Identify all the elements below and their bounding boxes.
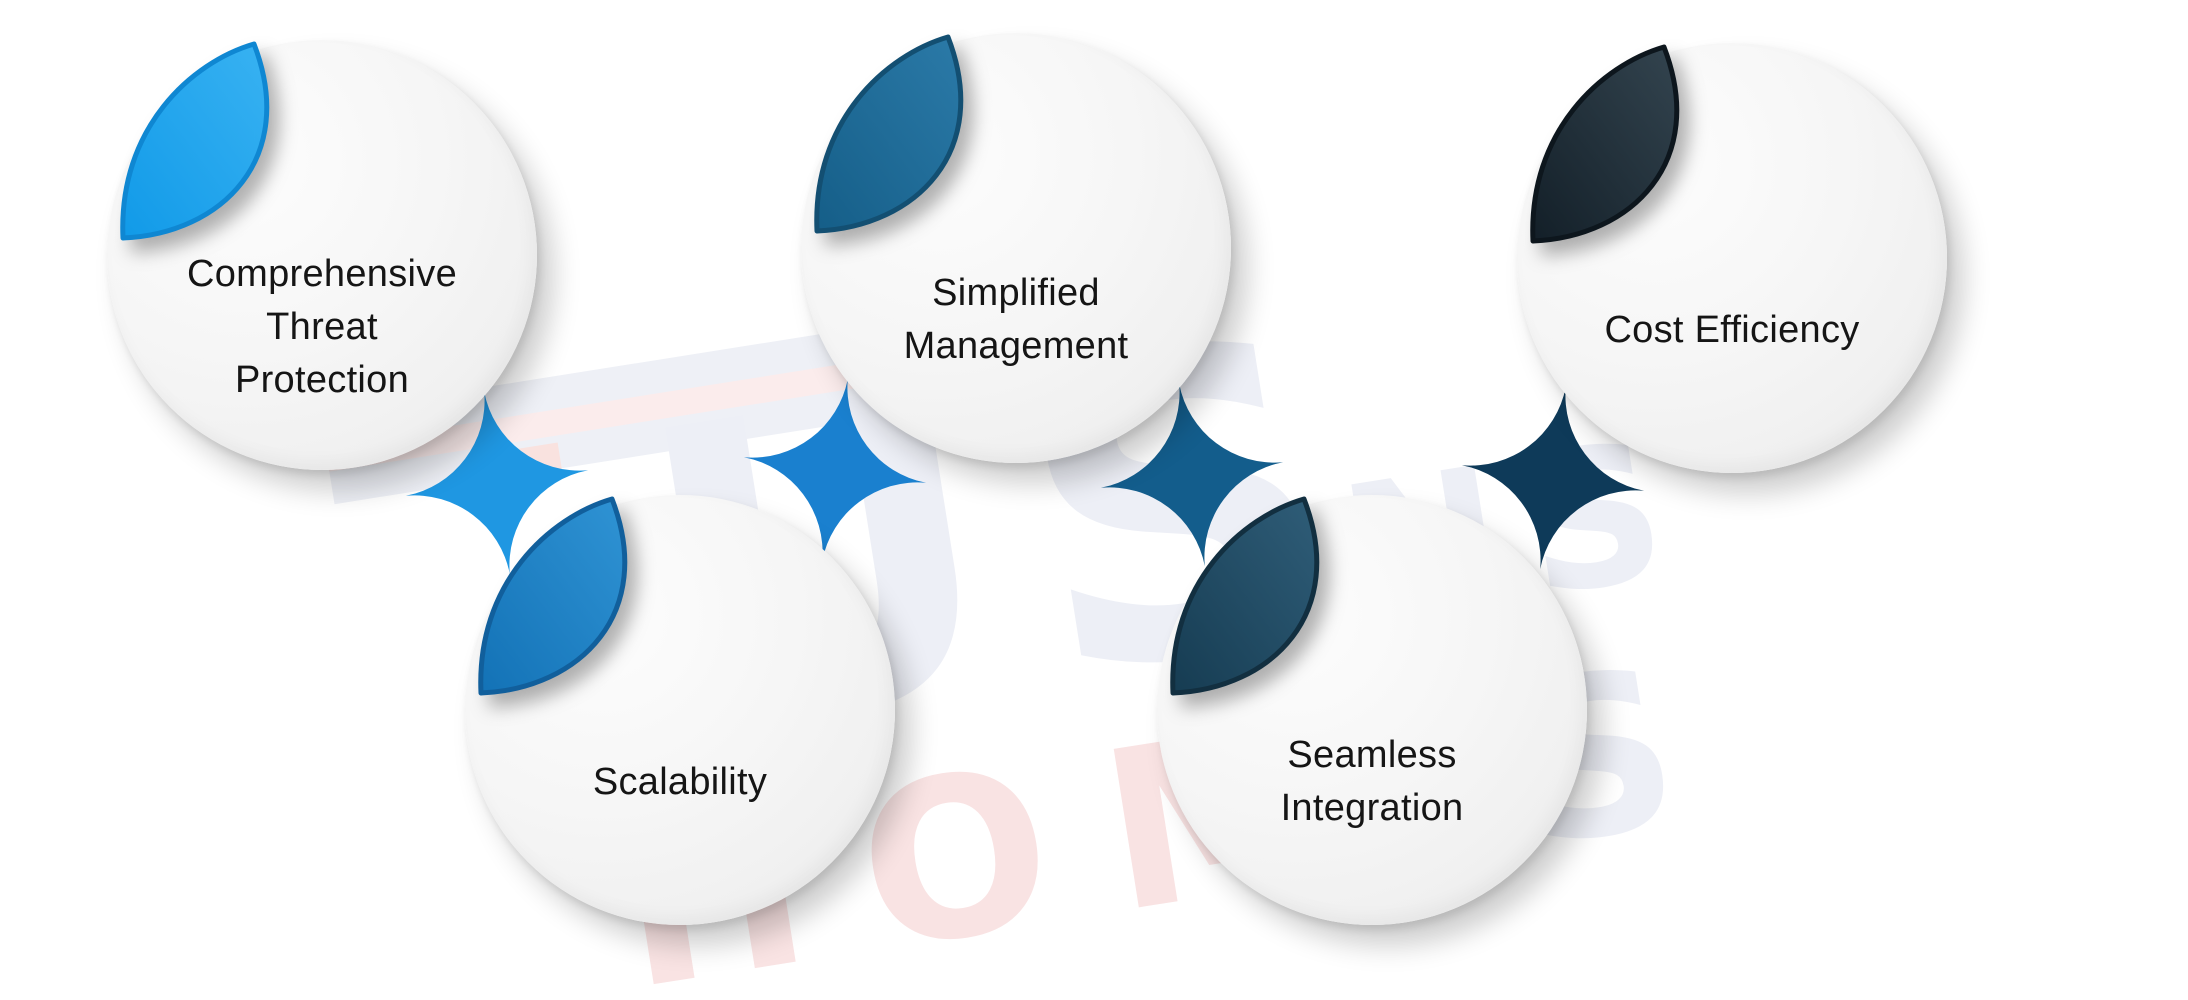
- leaf-accent-icon: [478, 496, 628, 696]
- label-line: Simplified: [932, 272, 1100, 314]
- label-line: Cost Efficiency: [1604, 308, 1860, 351]
- label-line: Scalability: [592, 760, 768, 803]
- benefit-label: Cost Efficiency: [1517, 43, 1947, 473]
- benefit-node-comprehensive-threat-protection: Comprehensive Threat Protection: [107, 40, 537, 470]
- label-line: Management: [903, 325, 1129, 367]
- label-line: Protection: [234, 358, 410, 401]
- label-line: Threat: [266, 305, 378, 348]
- label-line: Seamless: [1287, 734, 1457, 776]
- benefit-label: Scalability: [465, 495, 895, 925]
- benefit-node-seamless-integration: Seamless Integration: [1157, 495, 1587, 925]
- connector-3-4: [1100, 383, 1284, 567]
- benefit-node-scalability: Scalability: [465, 495, 895, 925]
- leaf-accent-icon: [814, 34, 964, 234]
- leaf-accent-icon: [1530, 44, 1680, 244]
- benefit-node-simplified-management: Simplified Management: [801, 33, 1231, 463]
- benefit-label: Simplified Management: [801, 33, 1231, 463]
- benefit-label: Comprehensive Threat Protection: [107, 40, 537, 470]
- leaf-accent-icon: [120, 41, 270, 241]
- leaf-accent-icon: [1170, 496, 1320, 696]
- label-line: Comprehensive: [186, 252, 458, 295]
- connector-4-5: [1461, 386, 1645, 570]
- label-line: Integration: [1280, 787, 1464, 829]
- benefit-label: Seamless Integration: [1157, 495, 1587, 925]
- benefit-node-cost-efficiency: Cost Efficiency: [1517, 43, 1947, 473]
